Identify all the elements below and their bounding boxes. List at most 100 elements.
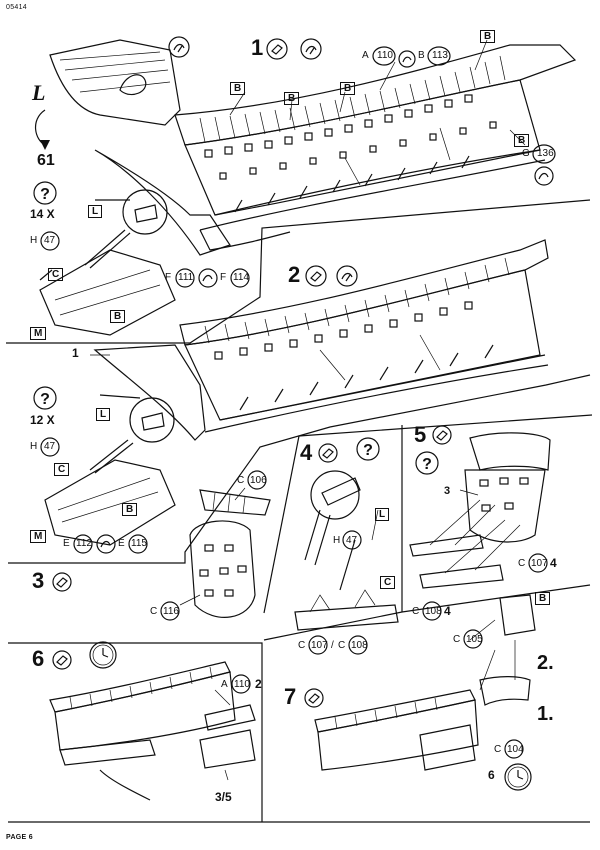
part-circle xyxy=(503,739,525,764)
part-C-label: C xyxy=(412,606,420,617)
part-H-number: 47 xyxy=(44,235,56,246)
part-H-number: 47 xyxy=(44,441,56,452)
clock-icon xyxy=(503,762,533,797)
part-circle xyxy=(347,635,369,660)
tag-icon: C xyxy=(380,576,396,589)
paint-icon xyxy=(168,36,190,63)
part-C-number: 104 xyxy=(507,744,524,755)
tag-icon: M xyxy=(30,530,47,543)
part-C-label: C xyxy=(338,640,346,651)
paint-icon xyxy=(398,50,416,71)
part-F1-number: 111 xyxy=(178,272,194,283)
step1-border xyxy=(6,199,591,344)
ref-3-5: 3/5 xyxy=(215,790,232,804)
page-number: PAGE 6 xyxy=(6,834,33,841)
substep-2: 2. xyxy=(537,652,554,674)
paint-icon xyxy=(198,268,218,293)
part-circle xyxy=(229,268,251,293)
part-circle xyxy=(421,601,443,626)
part-C-label: C xyxy=(518,558,526,569)
part-E2-label: E xyxy=(118,538,125,549)
step7-number: 7 xyxy=(284,684,297,709)
qty: 4 xyxy=(550,556,557,570)
tag-icon: B xyxy=(340,82,356,95)
part-C-label: C xyxy=(494,744,502,755)
part-H-label: H xyxy=(333,535,341,546)
part-circle xyxy=(527,553,549,578)
step6-number: 6 xyxy=(32,646,45,671)
paint-icon xyxy=(534,166,554,191)
part-C-number: 108 xyxy=(425,606,442,617)
part-H-label: H xyxy=(30,235,38,246)
part-A-label: A xyxy=(362,50,369,61)
step2-border xyxy=(8,374,591,564)
part-G-label: G xyxy=(522,148,530,159)
part-circle xyxy=(127,534,149,559)
part-A-label: A xyxy=(221,679,228,690)
part-circle xyxy=(230,674,252,699)
svg-text:?: ? xyxy=(40,186,50,203)
step5-number: 5 xyxy=(414,422,427,447)
ref-6: 6 xyxy=(488,768,495,782)
question-icon: ? xyxy=(32,385,58,416)
step2-count: 12 X xyxy=(30,413,55,427)
separator: / xyxy=(331,640,334,651)
part-H-number: 47 xyxy=(346,535,358,546)
paint-icon xyxy=(336,265,358,292)
clock-icon xyxy=(88,640,118,675)
question-icon: ? xyxy=(32,180,58,211)
glue-icon xyxy=(52,650,72,675)
glue-icon xyxy=(266,38,288,65)
tag-icon: L xyxy=(375,508,390,521)
part-B-number: 113 xyxy=(432,50,448,61)
part-A-number: 110 xyxy=(377,50,393,61)
label-L: L xyxy=(32,80,46,105)
tag-icon: L xyxy=(96,408,111,421)
step3-number: 3 xyxy=(32,568,45,593)
step1-count: 14 X xyxy=(30,207,55,221)
part-circle xyxy=(307,635,329,660)
tag-icon: B xyxy=(122,503,138,516)
tag-icon: B xyxy=(535,592,551,605)
ref-1: 1 xyxy=(72,346,79,360)
part-circle xyxy=(159,601,181,626)
paint-icon xyxy=(300,38,322,65)
qty: 4 xyxy=(444,604,451,618)
part-circle xyxy=(40,231,60,256)
tag-icon: B xyxy=(480,30,496,43)
page-code: 05414 xyxy=(6,4,27,11)
part-circle xyxy=(246,470,268,495)
question-icon: ? xyxy=(414,450,440,481)
part-F2-label: F xyxy=(220,272,227,283)
ref-3: 3 xyxy=(444,485,451,497)
part-G-number: 136 xyxy=(537,148,554,159)
tag-icon: B xyxy=(230,82,246,95)
question-icon: ? xyxy=(355,436,381,467)
part-C-label: C xyxy=(453,634,461,645)
part-circle xyxy=(72,534,94,559)
part-circle xyxy=(372,46,396,71)
part-circle xyxy=(342,530,362,555)
part-C-number: 108 xyxy=(351,640,368,651)
part-A-number: 110 xyxy=(234,679,250,690)
glue-icon xyxy=(432,425,452,450)
part-C-label: C xyxy=(298,640,306,651)
part-H-label: H xyxy=(30,441,38,452)
part-C-label: C xyxy=(150,606,158,617)
part-E1-label: E xyxy=(63,538,70,549)
step2-number: 2 xyxy=(288,262,301,287)
part-C-label: C xyxy=(237,475,245,486)
part-C-number: 106 xyxy=(250,475,267,486)
glue-icon xyxy=(52,572,72,597)
tag-icon: B xyxy=(110,310,126,323)
part-E2-number: 115 xyxy=(131,538,147,549)
part-circle xyxy=(532,144,556,169)
part-C-number: 105 xyxy=(466,634,483,645)
svg-text:?: ? xyxy=(422,456,432,473)
